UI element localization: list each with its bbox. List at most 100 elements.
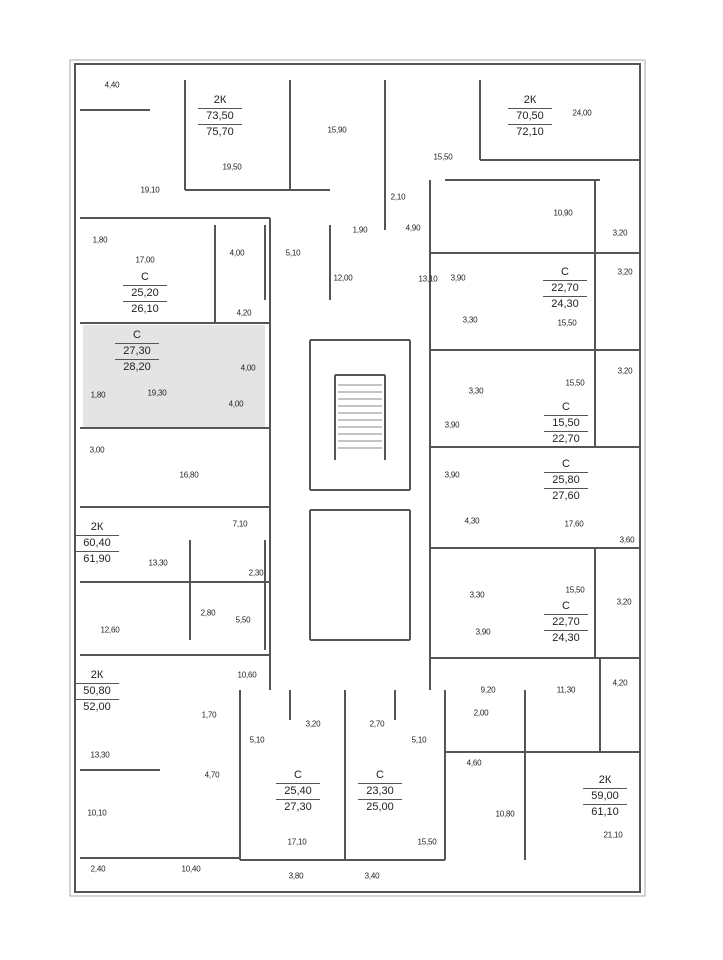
room-area-label: 5,50	[235, 615, 251, 625]
room-area-label: 24,00	[572, 108, 592, 118]
total-area: 75,70	[206, 126, 234, 138]
room-area-label: 13,30	[148, 558, 168, 568]
total-area: 61,90	[83, 553, 111, 565]
total-area: 24,30	[552, 632, 580, 644]
room-area-label: 7,10	[232, 519, 248, 529]
apartment-type: С	[358, 768, 402, 784]
total-area: 27,60	[552, 490, 580, 502]
room-area-label: 16,80	[179, 470, 199, 480]
room-area-label: 3,20	[616, 597, 632, 607]
room-area-label: 3,20	[612, 228, 628, 238]
apartment-type: С	[544, 400, 588, 416]
room-area-label: 4,60	[466, 758, 482, 768]
room-area-label: 15,50	[565, 378, 585, 388]
living-area: 22,70	[543, 281, 587, 297]
room-area-label: 1,70	[201, 710, 217, 720]
room-area-label: 4,90	[405, 223, 421, 233]
total-area: 24,30	[551, 298, 579, 310]
apartment-type: 2К	[508, 93, 552, 109]
room-area-label: 10,60	[237, 670, 257, 680]
room-area-label: 15,90	[327, 125, 347, 135]
room-area-label: 1,80	[92, 235, 108, 245]
facade-line	[69, 59, 646, 897]
total-area: 61,10	[591, 806, 619, 818]
room-area-label: 12,60	[100, 625, 120, 635]
apartment-type: С	[544, 599, 588, 615]
room-area-label: 10,40	[181, 864, 201, 874]
room-area-label: 5,10	[411, 735, 427, 745]
room-area-label: 4,40	[104, 80, 120, 90]
room-area-label: 3,20	[617, 267, 633, 277]
apartment-type: 2К	[583, 773, 627, 789]
room-area-label: 4,70	[204, 770, 220, 780]
room-area-label: 3,20	[305, 719, 321, 729]
room-area-label: 15,50	[557, 318, 577, 328]
living-area: 59,00	[583, 789, 627, 805]
room-area-label: 4,00	[240, 363, 256, 373]
room-area-label: 3,90	[444, 420, 460, 430]
room-area-label: 3,90	[450, 273, 466, 283]
living-area: 23,30	[358, 784, 402, 800]
room-area-label: 13,10	[418, 274, 438, 284]
room-area-label: 3,40	[364, 871, 380, 881]
room-area-label: 3,60	[619, 535, 635, 545]
room-area-label: 4,00	[229, 248, 245, 258]
room-area-label: 3,30	[462, 315, 478, 325]
room-area-label: 10,10	[87, 808, 107, 818]
living-area: 25,40	[276, 784, 320, 800]
room-area-label: 15,50	[433, 152, 453, 162]
total-area: 72,10	[516, 126, 544, 138]
room-area-label: 1,80	[90, 390, 106, 400]
room-area-label: 2,10	[390, 192, 406, 202]
total-area: 52,00	[83, 701, 111, 713]
room-area-label: 3,90	[444, 470, 460, 480]
highlighted-apartment	[83, 325, 265, 428]
room-area-label: 4,30	[464, 516, 480, 526]
room-area-label: 15,50	[417, 837, 437, 847]
room-area-label: 12,00	[333, 273, 353, 283]
room-area-label: 10,90	[553, 208, 573, 218]
living-area: 25,20	[123, 286, 167, 302]
living-area: 73,50	[198, 109, 242, 125]
room-area-label: 11,30	[556, 685, 576, 695]
room-area-label: 3,20	[617, 366, 633, 376]
room-area-label: 3,00	[89, 445, 105, 455]
room-area-label: 13,30	[90, 750, 110, 760]
room-area-label: 1,90	[352, 225, 368, 235]
living-area: 22,70	[544, 615, 588, 631]
apartment-type: С	[276, 768, 320, 784]
total-area: 22,70	[552, 433, 580, 445]
total-area: 27,30	[284, 801, 312, 813]
apartment-type: С	[115, 328, 159, 344]
living-area: 70,50	[508, 109, 552, 125]
room-area-label: 5,10	[249, 735, 265, 745]
apartment-type: 2К	[75, 520, 119, 536]
room-area-label: 2,00	[473, 708, 489, 718]
total-area: 25,00	[366, 801, 394, 813]
room-area-label: 15,50	[565, 585, 585, 595]
total-area: 28,20	[123, 361, 151, 373]
room-area-label: 4,00	[228, 399, 244, 409]
apartment-type: С	[123, 270, 167, 286]
room-area-label: 10,80	[495, 809, 515, 819]
room-area-label: 17,00	[135, 255, 155, 265]
room-area-label: 2,40	[90, 864, 106, 874]
room-area-label: 19,50	[222, 162, 242, 172]
room-area-label: 3,30	[468, 386, 484, 396]
room-area-label: 3,90	[475, 627, 491, 637]
room-area-label: 19,10	[140, 185, 160, 195]
living-area: 25,80	[544, 473, 588, 489]
